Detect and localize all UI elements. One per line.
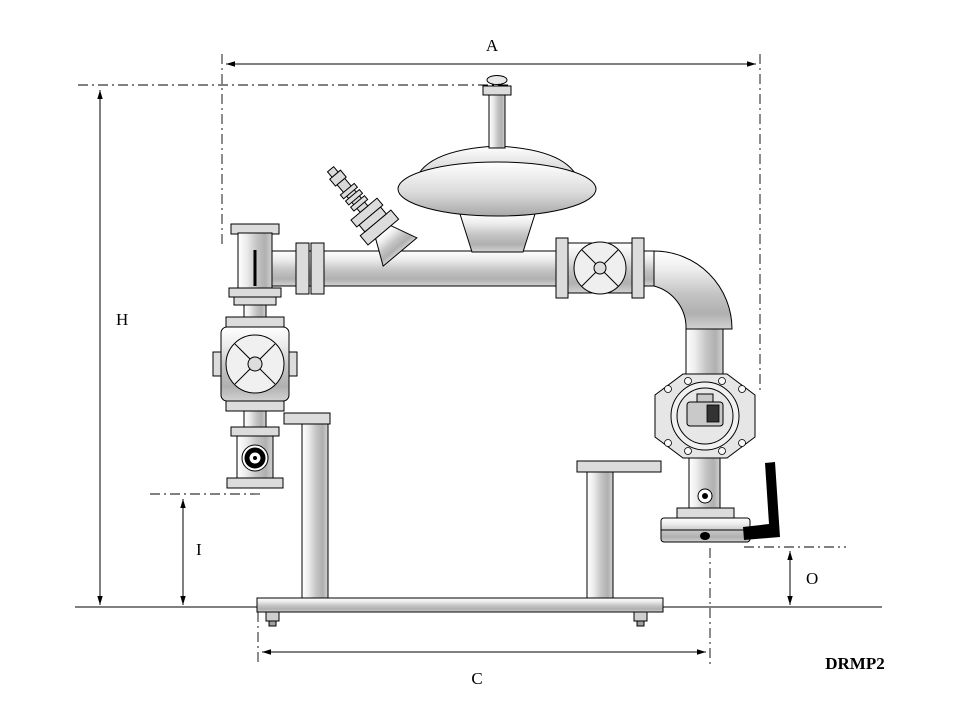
base-foot-left: [265, 611, 280, 622]
sight-glass-valve: [555, 237, 645, 299]
base-plate: [256, 597, 664, 613]
right-post-bracket: [576, 460, 662, 473]
reference-lines: [78, 54, 846, 664]
dimension-c-label: C: [471, 669, 482, 688]
dimension-i-label: I: [196, 540, 202, 559]
outlet-valve: [654, 373, 756, 459]
dimension-h-label: H: [116, 310, 128, 329]
left-post: [301, 423, 329, 601]
dimension-h: H: [97, 90, 128, 605]
base-foot-right: [633, 611, 648, 622]
dimension-o: O: [787, 551, 818, 605]
ball-valve-handle: [743, 462, 780, 540]
dimension-o-label: O: [806, 569, 818, 588]
pressure-gauge: [236, 435, 274, 479]
inlet-column: [212, 223, 298, 489]
outlet-elbow: [653, 250, 733, 380]
base-foot-right-bolt: [636, 620, 645, 627]
left-post-bracket: [283, 412, 331, 425]
dimension-a: A: [226, 36, 756, 67]
dimension-i: I: [180, 499, 202, 605]
right-post: [586, 471, 614, 601]
dimension-a-label: A: [486, 36, 499, 55]
valve-bolts: [664, 377, 746, 455]
relief-valve: [326, 165, 418, 268]
outlet-flange-bolt: [700, 532, 710, 540]
regulator-bell: [459, 213, 536, 253]
bleed-port-center: [702, 493, 708, 499]
inlet-shutoff-valve: [212, 326, 298, 402]
regulator-stem: [488, 93, 506, 149]
model-label: DRMP2: [825, 654, 884, 673]
base-foot-left-bolt: [268, 620, 277, 627]
pressure-regulator: [397, 75, 597, 253]
outlet-connection: [660, 457, 780, 543]
support-stand: [256, 412, 664, 627]
dimension-c: C: [262, 649, 706, 688]
valve-actuator-slot: [706, 404, 720, 423]
regulator-stem-cap: [486, 75, 508, 85]
regulator-diaphragm: [397, 161, 597, 217]
